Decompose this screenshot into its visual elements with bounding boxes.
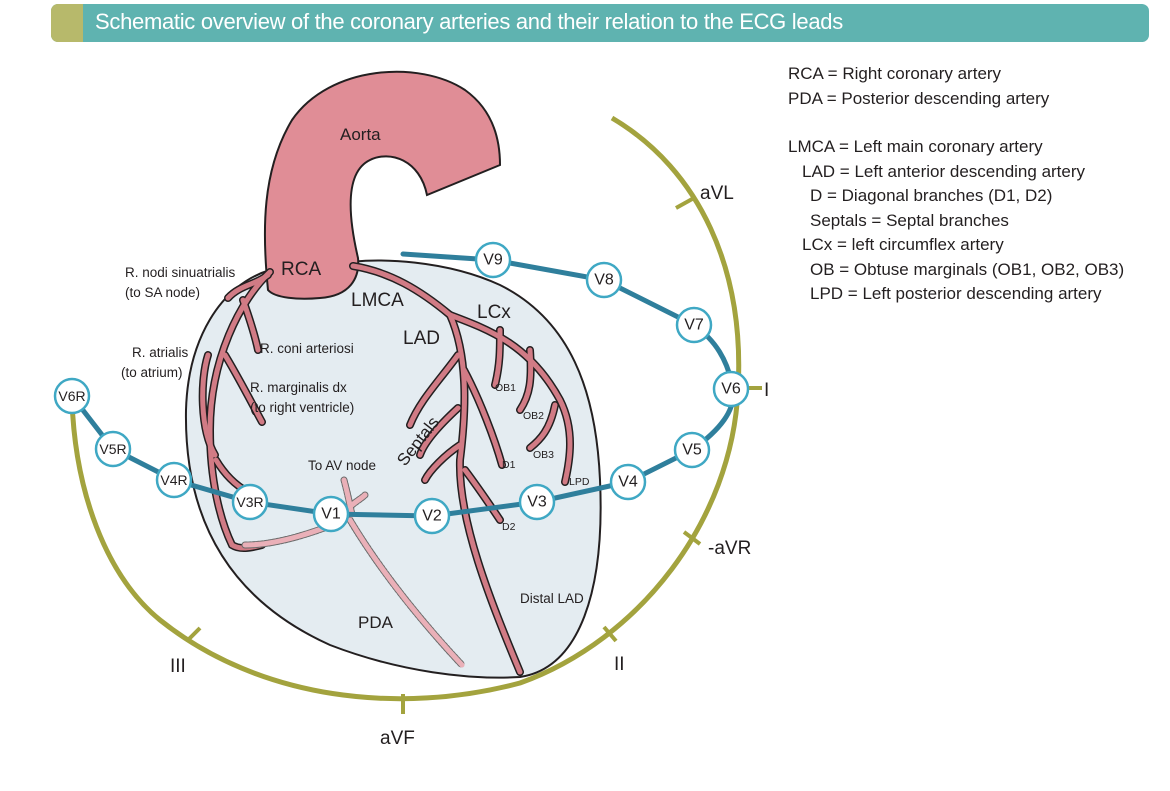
legend-item: LCx = left circumflex artery	[802, 235, 1004, 254]
label-aorta: Aorta	[340, 125, 381, 144]
page-title: Schematic overview of the coronary arter…	[95, 9, 843, 34]
label-d1: D1	[502, 459, 516, 471]
label-marginalis-2: (to right ventricle)	[250, 400, 354, 415]
label-sa-node-2: (to SA node)	[125, 285, 200, 300]
legend-item: RCA = Right coronary artery	[788, 64, 1002, 83]
label-d2: D2	[502, 521, 516, 533]
lead-node-v8: V8	[585, 261, 623, 299]
label-distal-lad: Distal LAD	[520, 591, 584, 606]
legend-item: PDA = Posterior descending artery	[788, 88, 1050, 108]
tick-avl	[675, 196, 695, 210]
svg-text:V6: V6	[721, 381, 741, 398]
tick-iii	[186, 626, 202, 642]
svg-text:V8: V8	[594, 272, 614, 289]
svg-text:V4: V4	[618, 474, 638, 491]
limb-lead-labels: aVL I -aVR II aVF III	[170, 183, 769, 749]
legend-item: OB = Obtuse marginals (OB1, OB2, OB3)	[810, 259, 1125, 279]
svg-text:V2: V2	[422, 508, 442, 525]
svg-text:V3R: V3R	[236, 494, 263, 510]
rca-arteries	[198, 268, 274, 552]
label-iii: III	[170, 656, 186, 677]
legend-item: LPD = Left posterior descending artery	[810, 284, 1102, 303]
label-av-node: To AV node	[308, 458, 376, 473]
legend-item: Septals = Septal branches	[810, 210, 1009, 230]
svg-text:V4R: V4R	[160, 472, 187, 488]
label-avl: aVL	[700, 183, 734, 204]
svg-text:V7: V7	[684, 317, 704, 334]
abbreviation-legend: RCA = Right coronary artery PDA = Poster…	[788, 62, 1124, 307]
title-accent	[51, 4, 83, 42]
label-minus-avr: -aVR	[708, 538, 751, 559]
tick-ii	[602, 625, 618, 643]
label-sa-node-1: R. nodi sinuatrialis	[125, 265, 236, 280]
svg-text:V5: V5	[682, 442, 702, 459]
title-bar: Schematic overview of the coronary arter…	[51, 4, 1149, 42]
lead-node-v4r: V4R	[155, 461, 193, 499]
label-lad: LAD	[403, 328, 440, 349]
lead-node-v3: V3	[518, 483, 556, 521]
svg-text:V5R: V5R	[99, 441, 126, 457]
label-lmca: LMCA	[351, 290, 404, 311]
legend-item: LMCA = Left main coronary artery	[788, 137, 1043, 156]
label-ob3: OB3	[533, 449, 554, 461]
svg-text:V3: V3	[527, 494, 547, 511]
label-marginalis-1: R. marginalis dx	[250, 380, 347, 395]
lead-node-v9: V9	[474, 241, 512, 279]
lead-node-v6r: V6R	[53, 377, 91, 415]
label-lcx: LCx	[477, 302, 511, 323]
label-ob1: OB1	[495, 382, 516, 394]
svg-text:V9: V9	[483, 252, 503, 269]
label-pda: PDA	[358, 613, 394, 632]
label-avf: aVF	[380, 728, 415, 749]
svg-text:V1: V1	[321, 506, 341, 523]
label-rca: RCA	[281, 259, 321, 280]
tick-minus-avr	[682, 530, 702, 546]
precordial-nodes: V6R V5R V4R V3R V1 V2 V3 V4 V5 V6 V7 V8 …	[53, 241, 750, 535]
lead-node-v1: V1	[312, 495, 350, 533]
lead-node-v5r: V5R	[94, 430, 132, 468]
label-i: I	[764, 380, 769, 401]
lead-node-v4: V4	[609, 463, 647, 501]
svg-text:V6R: V6R	[58, 388, 85, 404]
lead-node-v6: V6	[712, 370, 750, 408]
label-ob2: OB2	[523, 410, 544, 422]
label-coni: R. coni arteriosi	[260, 341, 354, 356]
label-atrialis-2: (to atrium)	[121, 365, 183, 380]
label-lpd: LPD	[569, 476, 590, 488]
lead-node-v7: V7	[675, 306, 713, 344]
lead-node-v3r: V3R	[231, 483, 269, 521]
lead-node-v2: V2	[413, 497, 451, 535]
left-coronary-arteries	[349, 262, 574, 676]
label-ii: II	[614, 654, 625, 675]
label-atrialis-1: R. atrialis	[132, 345, 189, 360]
lead-node-v5: V5	[673, 431, 711, 469]
legend-item: D = Diagonal branches (D1, D2)	[810, 186, 1053, 205]
limb-lead-arc-main	[69, 115, 742, 702]
aorta	[263, 70, 502, 300]
legend-item: LAD = Left anterior descending artery	[802, 161, 1086, 181]
